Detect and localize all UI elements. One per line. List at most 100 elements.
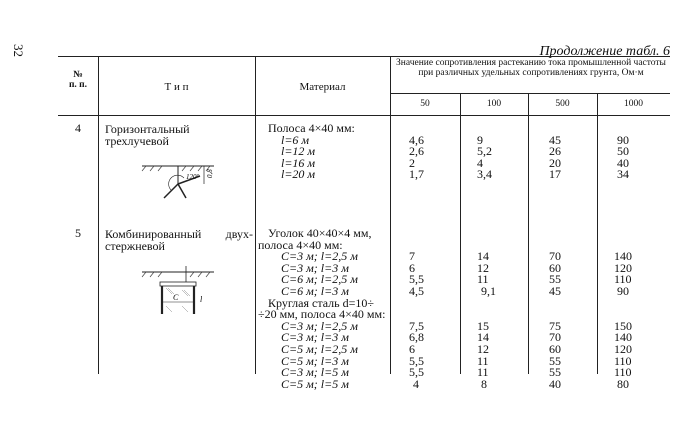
material-line: C=3 м; l=3 м <box>281 260 349 275</box>
header-values-title: Значение сопротивления растеканию тока п… <box>396 58 666 78</box>
value-cell: 7 <box>409 249 415 264</box>
value-cell: 80 <box>617 376 629 391</box>
material-line: Полоса 4×40 мм: <box>268 121 355 135</box>
value-cell: 3,4 <box>477 167 492 182</box>
value-cell: 4,6 <box>409 132 424 147</box>
material-line: l=12 м <box>281 144 316 159</box>
row-type-line: стержневой <box>105 239 165 253</box>
col-divider-3 <box>390 56 391 374</box>
table-continuation-title: Продолжение табл. 6 <box>539 44 670 59</box>
material-line: C=6 м; l=2,5 м <box>281 272 358 287</box>
value-cell: 14 <box>477 330 489 345</box>
header-bottom-rule <box>58 115 670 116</box>
col-divider-6 <box>597 93 598 374</box>
table-top-rule <box>58 56 670 57</box>
value-cell: 90 <box>617 132 629 147</box>
material-line: l=16 м <box>281 155 316 170</box>
value-cell: 5,5 <box>409 272 424 287</box>
value-cell: 11 <box>477 272 489 287</box>
value-cell: 55 <box>549 272 561 287</box>
row-number: 4 <box>75 121 81 135</box>
value-cell: 1,7 <box>409 167 424 182</box>
col-divider-5 <box>528 93 529 374</box>
material-line: C=3 м; l=2,5 м <box>281 249 358 264</box>
angle-label: 120° <box>186 173 200 181</box>
header-resistivity-1000: 1000 <box>624 99 643 109</box>
col-divider-4 <box>460 93 461 374</box>
header-resistivity-500: 500 <box>555 99 570 109</box>
value-cell: 70 <box>549 330 561 345</box>
page-number: 32 <box>11 44 26 57</box>
value-cell: 40 <box>617 155 629 170</box>
value-cell: 60 <box>549 342 561 356</box>
value-cell: 15 <box>477 318 489 333</box>
value-cell: 140 <box>614 249 632 264</box>
material-line: полоса 4×40 мм: <box>258 237 343 252</box>
value-cell: 75 <box>549 318 561 333</box>
value-cell: 2,6 <box>409 144 424 159</box>
depth-label: 0,8 <box>206 169 214 178</box>
header-material: Материал <box>299 81 346 93</box>
value-cell: 7,5 <box>409 318 424 333</box>
value-cell: 70 <box>549 249 561 264</box>
material-line: Круглая сталь d=10÷ <box>268 295 374 310</box>
row-type: Горизонтальный трехлучевой <box>105 122 190 148</box>
header-resistivity-100: 100 <box>486 99 502 109</box>
value-cell: 34 <box>617 167 629 182</box>
value-cell: 11 <box>477 365 489 380</box>
value-cell: 12 <box>477 260 489 275</box>
value-cell: 5,5 <box>409 353 424 368</box>
value-cell: 20 <box>549 155 561 170</box>
value-cell: 110 <box>614 272 632 287</box>
material-line: C=3 м; l=2,5 м <box>281 318 358 333</box>
row-number: 5 <box>75 226 81 240</box>
col-divider-1 <box>98 56 99 374</box>
value-cell: 45 <box>549 132 561 147</box>
value-cell: 5,2 <box>477 144 492 159</box>
value-cell: 4,5 <box>409 284 424 298</box>
value-cell: 120 <box>614 260 632 275</box>
material-line: ÷20 мм, полоса 4×40 мм: <box>258 307 386 322</box>
value-cell: 11 <box>477 353 489 368</box>
value-cell: 9 <box>477 132 483 147</box>
row-type-line: Комбинированный двух- <box>105 227 253 241</box>
value-cell: 9,1 <box>481 284 496 298</box>
value-cell: 120 <box>614 342 632 356</box>
value-cell: 6 <box>409 260 415 275</box>
value-cell: 4 <box>477 155 483 170</box>
material-line: C=5 м; l=3 м <box>281 353 349 368</box>
length-label: l <box>200 295 203 304</box>
value-cell: 12 <box>477 342 489 356</box>
material-line: C=6 м; l=3 м <box>281 284 349 298</box>
material-line: C=3 м; l=5 м <box>281 365 349 380</box>
value-cell: 55 <box>549 353 561 368</box>
header-type: Т и п <box>164 81 189 93</box>
material-line: C=5 м; l=2,5 м <box>281 342 358 356</box>
material-line: l=6 м <box>281 132 310 147</box>
value-cell: 110 <box>614 353 632 368</box>
value-cell: 14 <box>477 249 489 264</box>
spacing-label: C <box>173 293 179 302</box>
value-cell: 50 <box>617 144 629 159</box>
resistivity-subheader-rule <box>390 93 670 94</box>
value-cell: 2 <box>409 155 415 170</box>
value-cell: 6 <box>409 342 415 356</box>
value-cell: 6,8 <box>409 330 424 345</box>
material-line: Уголок 40×40×4 мм, <box>268 226 372 240</box>
value-cell: 8 <box>481 376 487 391</box>
value-cell: 90 <box>617 284 629 298</box>
header-resistivity-50: 50 <box>420 99 430 109</box>
value-cell: 45 <box>549 284 561 298</box>
value-cell: 26 <box>549 144 561 159</box>
header-number: № п. п. <box>68 70 88 90</box>
value-cell: 40 <box>549 376 561 391</box>
value-cell: 140 <box>614 330 632 345</box>
material-line: C=5 м; l=5 м <box>281 376 349 391</box>
material-line: C=3 м; l=3 м <box>281 330 349 345</box>
value-cell: 4 <box>413 376 419 391</box>
value-cell: 17 <box>549 167 561 182</box>
three-ray-grounding-diagram: 120° 0,8 <box>141 165 214 199</box>
value-cell: 5,5 <box>409 365 424 380</box>
value-cell: 110 <box>614 365 632 380</box>
value-cell: 150 <box>614 318 632 333</box>
